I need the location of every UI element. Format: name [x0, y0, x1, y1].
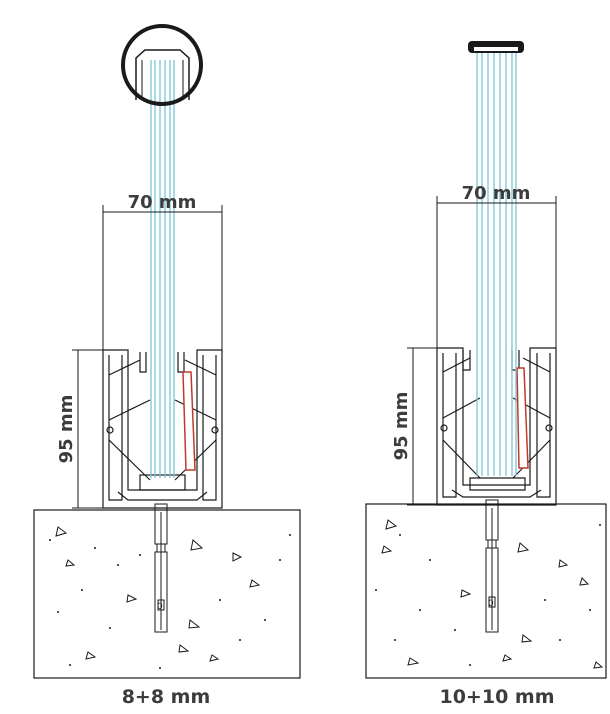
base-profile-left [102, 349, 223, 509]
width-dimension-left [102, 205, 223, 350]
glass-panes-left [150, 60, 175, 478]
width-dimension-right [436, 196, 557, 348]
height-dimension-left [72, 349, 103, 509]
height-dimension-right [407, 347, 437, 506]
caption-right: 10+10 mm [439, 686, 554, 708]
gasket-right [516, 367, 529, 469]
section-detail-right: 0 [365, 41, 607, 708]
height-label-right: 95 mm [391, 392, 412, 461]
height-label-left: 95 mm [56, 395, 77, 464]
glass-panes-right [476, 52, 517, 476]
section-detail-left: 0 [33, 24, 301, 708]
handrail-cap-right [468, 41, 524, 53]
base-profile-right [436, 347, 557, 506]
anchor-bolt-left [154, 503, 168, 633]
bolt-marker-left: 0 [157, 602, 163, 612]
width-label-right: 70 mm [462, 183, 531, 204]
gasket-left [182, 371, 196, 471]
bolt-marker-right: 0 [488, 599, 494, 609]
caption-left: 8+8 mm [122, 686, 211, 708]
anchor-bolt-right [485, 499, 499, 633]
handrail-cap-left [121, 24, 203, 106]
width-label-left: 70 mm [128, 192, 197, 213]
